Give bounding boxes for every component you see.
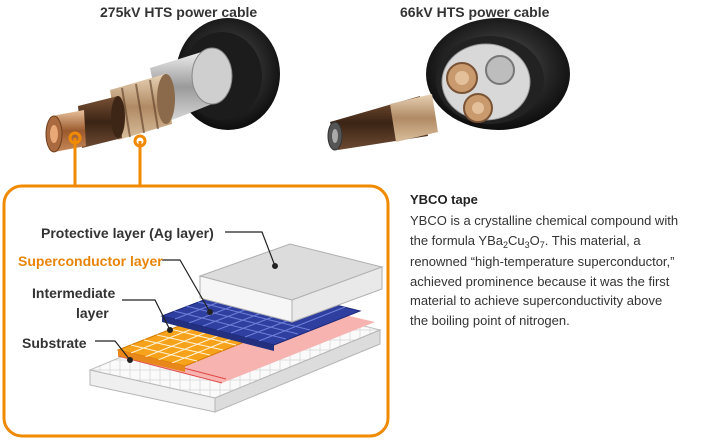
- ybco-line-1: YBCO is a crystalline chemical compound …: [410, 213, 679, 228]
- ybco-line-6: the boiling point of nitrogen.: [410, 312, 570, 328]
- ybco-line-3: renowned “high-temperature superconducto…: [410, 254, 675, 269]
- cable-275kv-image: [45, 18, 280, 153]
- ybco-description: YBCO is a crystalline chemical compound …: [410, 211, 720, 330]
- label-intermediate-layer-2: layer: [76, 305, 109, 321]
- callout-dot-right: [133, 134, 147, 148]
- ybco-line-5: material to achieve superconductivity ab…: [410, 293, 663, 308]
- ybco-tape-diagram: [88, 231, 384, 413]
- label-intermediate-layer-1: Intermediate: [32, 285, 116, 301]
- cable-66kv-title: 66kV HTS power cable: [400, 4, 550, 20]
- label-substrate: Substrate: [22, 335, 87, 351]
- ybco-line-4: achieved prominence because it was the f…: [410, 273, 670, 289]
- callout-connector: [73, 138, 142, 186]
- leader-lines: [95, 231, 276, 361]
- callout-dot-left: [68, 131, 82, 145]
- cable-275kv-title: 275kV HTS power cable: [100, 4, 258, 20]
- cable-66kv-image: [327, 18, 570, 151]
- label-superconductor-layer: Superconductor layer: [18, 253, 163, 269]
- ybco-title: YBCO tape: [410, 192, 478, 207]
- label-protective-layer: Protective layer (Ag layer): [41, 225, 214, 241]
- ybco-line-2: the formula YBa2Cu3O7. This material, a: [410, 232, 641, 250]
